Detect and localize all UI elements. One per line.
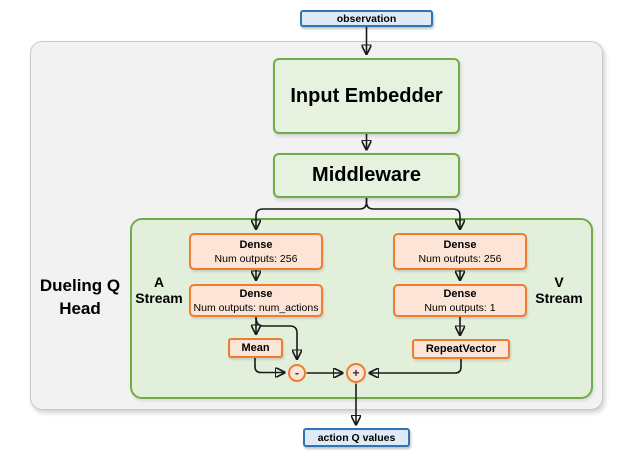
node-mean: Mean xyxy=(228,338,283,358)
node-v-dense-2: Dense Num outputs: 1 xyxy=(393,284,527,317)
node-v-dense-1-subtitle: Num outputs: 256 xyxy=(418,252,502,265)
node-input-embedder: Input Embedder xyxy=(273,58,460,134)
node-observation-label: observation xyxy=(336,12,397,25)
node-v-dense-1: Dense Num outputs: 256 xyxy=(393,233,527,270)
node-input-embedder-label: Input Embedder xyxy=(290,84,443,107)
node-repeat-vector-label: RepeatVector xyxy=(425,343,497,355)
node-v-dense-2-title: Dense xyxy=(443,287,477,300)
subtract-operator-label: - xyxy=(295,366,299,380)
node-a-dense-1-subtitle: Num outputs: 256 xyxy=(214,252,298,265)
v-stream-label: V Stream xyxy=(535,274,583,307)
subtract-operator-circle: - xyxy=(288,364,306,382)
node-v-dense-1-title: Dense xyxy=(443,238,477,251)
node-middleware-label: Middleware xyxy=(312,164,421,186)
node-v-dense-2-subtitle: Num outputs: 1 xyxy=(424,301,496,314)
node-mean-label: Mean xyxy=(241,342,270,354)
a-stream-label: A Stream xyxy=(135,274,183,307)
node-repeat-vector: RepeatVector xyxy=(412,339,510,359)
node-middleware: Middleware xyxy=(273,153,460,198)
node-action-q-values-label: action Q values xyxy=(317,431,396,444)
node-a-dense-1-title: Dense xyxy=(239,238,273,251)
node-a-dense-2-title: Dense xyxy=(239,287,273,300)
add-operator-label: + xyxy=(352,366,360,380)
node-action-q-values: action Q values xyxy=(303,428,410,447)
node-a-dense-2-subtitle: Num outputs: num_actions xyxy=(193,301,319,314)
node-observation: observation xyxy=(300,10,433,27)
add-operator-circle: + xyxy=(346,363,366,383)
dueling-q-head-label: Dueling Q Head xyxy=(39,276,121,318)
node-a-dense-2: Dense Num outputs: num_actions xyxy=(189,284,323,317)
node-a-dense-1: Dense Num outputs: 256 xyxy=(189,233,323,270)
